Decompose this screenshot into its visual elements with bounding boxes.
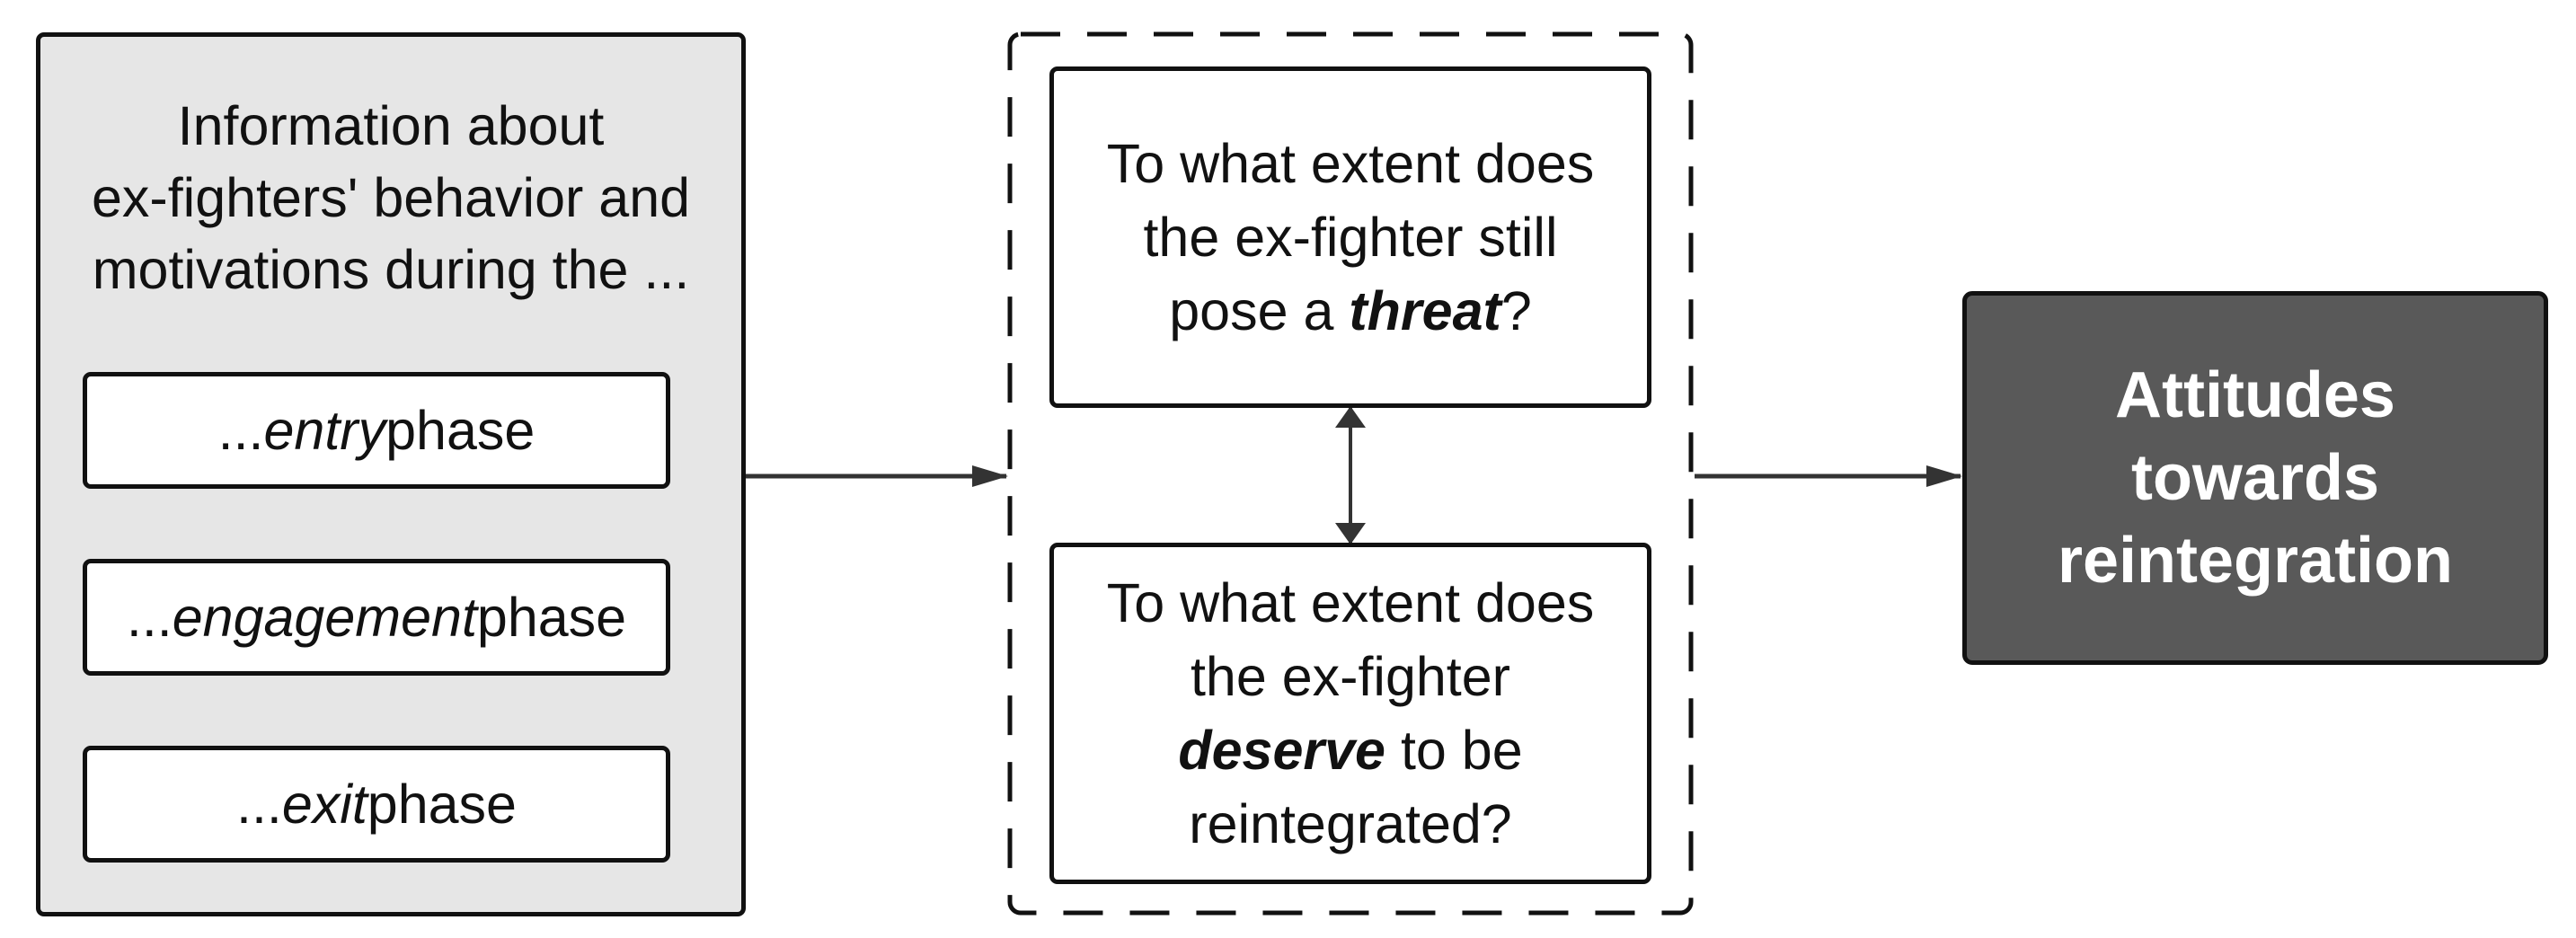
question-text: pose a <box>1169 280 1350 341</box>
question-line: To what extent does <box>1106 133 1595 194</box>
outcome-line: Attitudes <box>2115 359 2395 431</box>
phase-suffix: phase <box>385 400 536 461</box>
question-text: to be <box>1385 720 1523 781</box>
exit-phase-box: ... exit phase <box>83 746 670 863</box>
deserve-emphasis: deserve <box>1178 720 1385 781</box>
question-line: To what extent does <box>1106 572 1595 633</box>
dashed-frame <box>1007 31 1694 916</box>
panel-title-line: Information about <box>177 95 605 156</box>
phase-prefix: ... <box>217 400 264 461</box>
threat-question-box: To what extent does the ex-fighter still… <box>1049 66 1651 408</box>
deserve-question-box: To what extent does the ex-fighter deser… <box>1049 543 1651 884</box>
phase-name: exit <box>281 774 367 835</box>
phase-name: engagement <box>172 587 477 648</box>
question-line: the ex-fighter still <box>1143 207 1558 268</box>
phase-prefix: ... <box>236 774 282 835</box>
outcome-line: reintegration <box>2057 525 2454 597</box>
question-line: reintegrated? <box>1189 793 1512 854</box>
panel-title-line: ex-fighters' behavior and <box>91 167 691 228</box>
outcome-box: Attitudes towards reintegration <box>1962 291 2548 665</box>
phase-name: entry <box>263 400 386 461</box>
phase-suffix: phase <box>367 774 517 835</box>
panel-title: Information about ex-fighters' behavior … <box>36 90 746 305</box>
question-line: deserve to be <box>1107 713 1595 787</box>
phase-suffix: phase <box>476 587 627 648</box>
panel-title-line: motivations during the ... <box>92 239 690 300</box>
question-line: pose a threat? <box>1107 274 1595 348</box>
entry-phase-box: ... entry phase <box>83 372 670 489</box>
phase-prefix: ... <box>126 587 173 648</box>
engagement-phase-box: ... engagement phase <box>83 559 670 676</box>
question-line: the ex-fighter <box>1190 646 1510 707</box>
question-text: ? <box>1500 280 1532 341</box>
outcome-line: towards <box>2130 442 2380 514</box>
threat-emphasis: threat <box>1349 280 1501 341</box>
